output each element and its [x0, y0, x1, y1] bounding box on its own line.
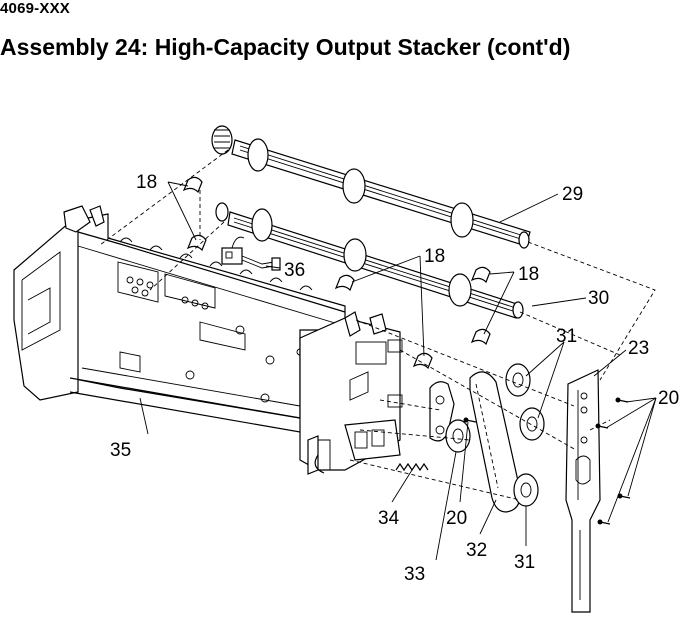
callout-31: 31 — [556, 326, 577, 347]
right-side-plate — [299, 311, 403, 475]
callout-36: 36 — [284, 260, 305, 281]
callout-31: 31 — [514, 552, 535, 573]
plate-23 — [565, 369, 601, 613]
callout-20: 20 — [658, 388, 679, 409]
belt-32 — [469, 371, 521, 513]
sensor-36 — [221, 236, 281, 271]
callout-35: 35 — [110, 440, 131, 461]
pulley-33 — [445, 419, 471, 453]
bushings — [182, 176, 491, 370]
page-title: Assembly 24: High-Capacity Output Stacke… — [0, 34, 571, 60]
callout-29: 29 — [562, 184, 583, 205]
callout-30: 30 — [588, 288, 609, 309]
gear-31-lower — [513, 473, 539, 507]
lower-shaft — [215, 202, 524, 319]
callout-32: 32 — [466, 540, 487, 561]
model-number: 4069-XXX — [0, 0, 70, 17]
callout-34: 34 — [378, 508, 400, 529]
callout-18: 18 — [518, 264, 539, 285]
gear-31-upper — [505, 363, 545, 441]
callout-20: 20 — [446, 508, 467, 529]
callout-33: 33 — [404, 564, 425, 585]
leader-lines — [139, 181, 657, 561]
upper-shaft — [211, 125, 531, 249]
side-frame — [13, 205, 346, 433]
callout-18: 18 — [136, 172, 157, 193]
spring-34 — [395, 462, 429, 472]
callout-18: 18 — [424, 246, 445, 267]
callouts: 18 29 36 18 18 30 31 23 20 35 34 20 32 3… — [110, 172, 679, 585]
callout-23: 23 — [628, 338, 649, 359]
alignment-lines — [99, 149, 656, 501]
